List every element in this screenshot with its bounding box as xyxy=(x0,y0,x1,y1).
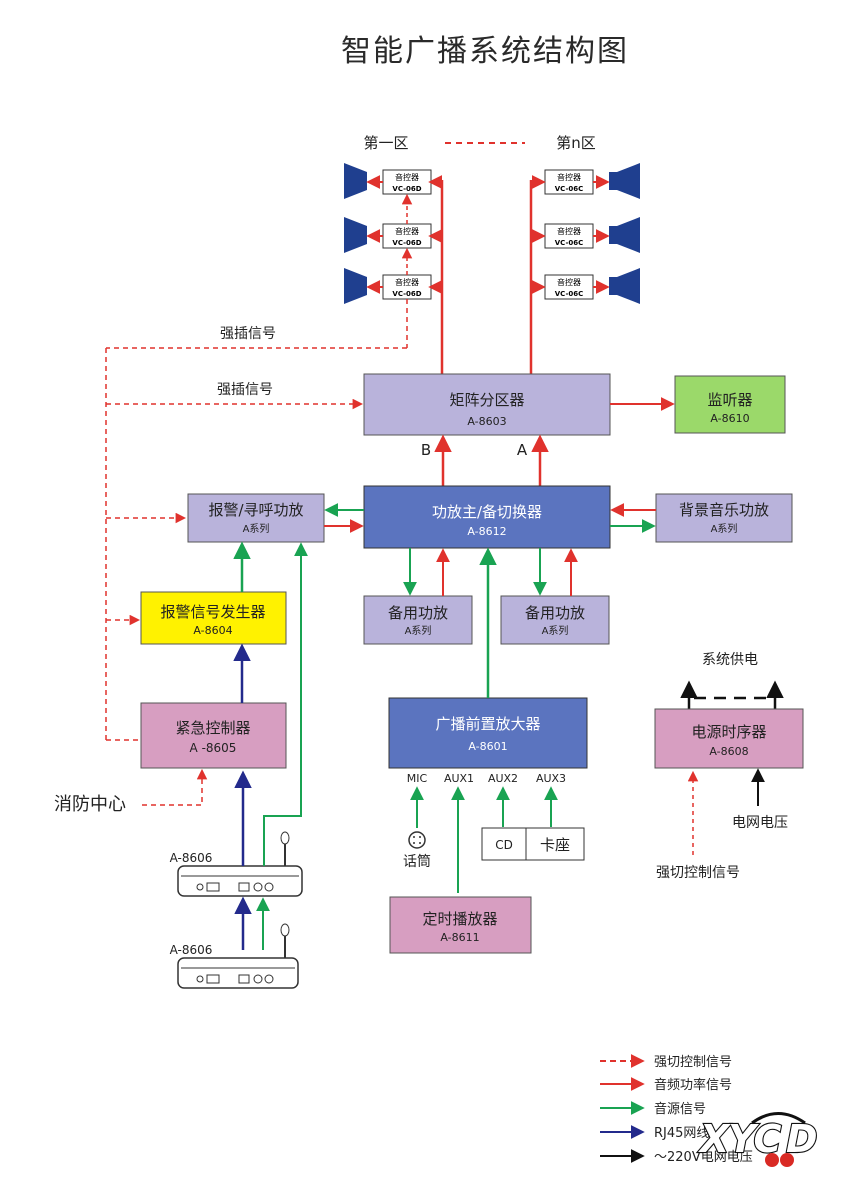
alarm-generator-name: 报警信号发生器 xyxy=(160,603,265,621)
volume-control-model: VC-06D xyxy=(392,239,421,247)
timer-player-box xyxy=(389,896,532,954)
volume-control-name: 音控器 xyxy=(557,172,581,182)
power-sequencer-box xyxy=(654,708,804,769)
speaker-icon xyxy=(609,163,640,199)
speaker-icon xyxy=(344,163,367,199)
legend-label: 强切控制信号 xyxy=(654,1055,732,1070)
override-lines xyxy=(105,299,408,741)
volume-control-model: VC-06C xyxy=(555,239,584,247)
matrix-port-b: B xyxy=(421,441,431,459)
spare-amp-1-name: 备用功放 xyxy=(388,604,448,622)
preamp-name: 广播前置放大器 xyxy=(435,715,540,733)
monitor-name: 监听器 xyxy=(707,391,752,409)
power-sequencer-model: A-8608 xyxy=(709,745,748,758)
bgm-amp-box xyxy=(655,493,793,543)
preamp-input-mic: MIC xyxy=(407,772,428,785)
matrix-zoner-box xyxy=(363,373,611,436)
matrix-zoner-name: 矩阵分区器 xyxy=(449,391,524,409)
cd-player-label: CD xyxy=(495,838,513,852)
override-signal-label-1: 强插信号 xyxy=(220,326,276,342)
speaker-icon xyxy=(344,217,367,253)
alarm-generator-box xyxy=(140,591,287,645)
emergency-controller-name: 紧急控制器 xyxy=(175,719,250,737)
timer-player-name: 定时播放器 xyxy=(422,910,497,928)
volume-control-model: VC-06C xyxy=(555,185,584,193)
alarm-generator-model: A-8604 xyxy=(193,624,232,637)
microphone-label: 话筒 xyxy=(403,853,431,870)
volume-control-box xyxy=(544,169,594,195)
volume-control-model: VC-06D xyxy=(392,290,421,298)
spare-amp-1-box xyxy=(363,595,473,645)
zone-left: 音控器 VC-06D 音控器 VC-06D 音控器 VC-06D xyxy=(344,163,444,375)
speaker-icon xyxy=(344,268,367,304)
preamp-box xyxy=(388,697,588,769)
override-signal-label-2: 强插信号 xyxy=(217,382,273,398)
alarm-paging-amp-model: A系列 xyxy=(243,522,270,535)
legend-label: RJ45网线 xyxy=(654,1126,709,1141)
power-sequencer-name: 电源时序器 xyxy=(691,723,766,741)
paging-station-2: A-8606 xyxy=(170,923,299,989)
cassette-deck-box xyxy=(525,827,585,861)
legend-label: ～220V电网电压 xyxy=(654,1150,753,1165)
force-cut-control-label: 强切控制信号 xyxy=(656,865,740,881)
speaker-icon xyxy=(609,217,640,253)
volume-control-model: VC-06C xyxy=(555,290,584,298)
alarm-paging-amp-box xyxy=(187,493,325,543)
matrix-zoner-model: A-8603 xyxy=(467,415,506,428)
gooseneck-mic-icon xyxy=(280,831,290,845)
paging-station-model: A-8606 xyxy=(170,851,213,865)
spare-amp-2-box xyxy=(500,595,610,645)
spare-amp-1-model: A系列 xyxy=(405,624,432,637)
zone-last-label: 第n区 xyxy=(556,134,596,152)
legend: 强切控制信号 音频功率信号 音源信号 RJ45网线 ～220V电网电压 xyxy=(600,1054,753,1165)
page-title: 智能广播系统结构图 xyxy=(341,34,629,69)
zone-first-label: 第一区 xyxy=(363,134,408,152)
bgm-amp-name: 背景音乐功放 xyxy=(679,501,769,519)
fire-center-label: 消防中心 xyxy=(54,794,126,815)
spare-amp-2-name: 备用功放 xyxy=(525,604,585,622)
paging-station-1: A-8606 xyxy=(170,831,303,897)
volume-control-name: 音控器 xyxy=(395,277,419,287)
paging-station-model: A-8606 xyxy=(170,943,213,957)
volume-control-model: VC-06D xyxy=(392,185,421,193)
monitor-box xyxy=(674,375,786,434)
emergency-controller-box xyxy=(140,702,287,769)
fire-center-line xyxy=(142,768,208,806)
system-power-label: 系统供电 xyxy=(702,652,758,668)
zone-right: 音控器 VC-06C 音控器 VC-06C 音控器 VC-06C xyxy=(529,163,640,375)
emergency-controller-model: A -8605 xyxy=(190,741,237,755)
volume-control-name: 音控器 xyxy=(557,277,581,287)
timer-player-model: A-8611 xyxy=(440,931,479,944)
main-switcher-model: A-8612 xyxy=(467,525,506,538)
gooseneck-mic-icon xyxy=(280,923,290,937)
alarm-paging-amp-name: 报警/寻呼功放 xyxy=(208,501,303,519)
main-switcher-box xyxy=(363,485,611,549)
legend-label: 音频功率信号 xyxy=(654,1077,732,1093)
grid-voltage-label: 电网电压 xyxy=(732,815,788,831)
matrix-port-a: A xyxy=(517,441,528,459)
watermark-logo: XYC D xyxy=(697,1112,819,1167)
monitor-model: A-8610 xyxy=(710,412,749,425)
preamp-input-aux3: AUX3 xyxy=(536,772,566,785)
legend-label: 音源信号 xyxy=(654,1101,706,1117)
main-switcher-name: 功放主/备切换器 xyxy=(432,503,542,521)
bgm-amp-model: A系列 xyxy=(711,522,738,535)
volume-control-name: 音控器 xyxy=(395,172,419,182)
microphone-icon xyxy=(408,831,426,849)
spare-amp-2-model: A系列 xyxy=(542,624,569,637)
cassette-deck-label: 卡座 xyxy=(540,836,570,854)
preamp-input-aux2: AUX2 xyxy=(488,772,518,785)
speaker-icon xyxy=(609,268,640,304)
svg-text:D: D xyxy=(786,1117,818,1161)
preamp-model: A-8601 xyxy=(468,740,507,753)
volume-control-box xyxy=(544,223,594,249)
volume-control-name: 音控器 xyxy=(395,226,419,236)
volume-control-box xyxy=(544,274,594,300)
preamp-input-aux1: AUX1 xyxy=(444,772,474,785)
volume-control-name: 音控器 xyxy=(557,226,581,236)
